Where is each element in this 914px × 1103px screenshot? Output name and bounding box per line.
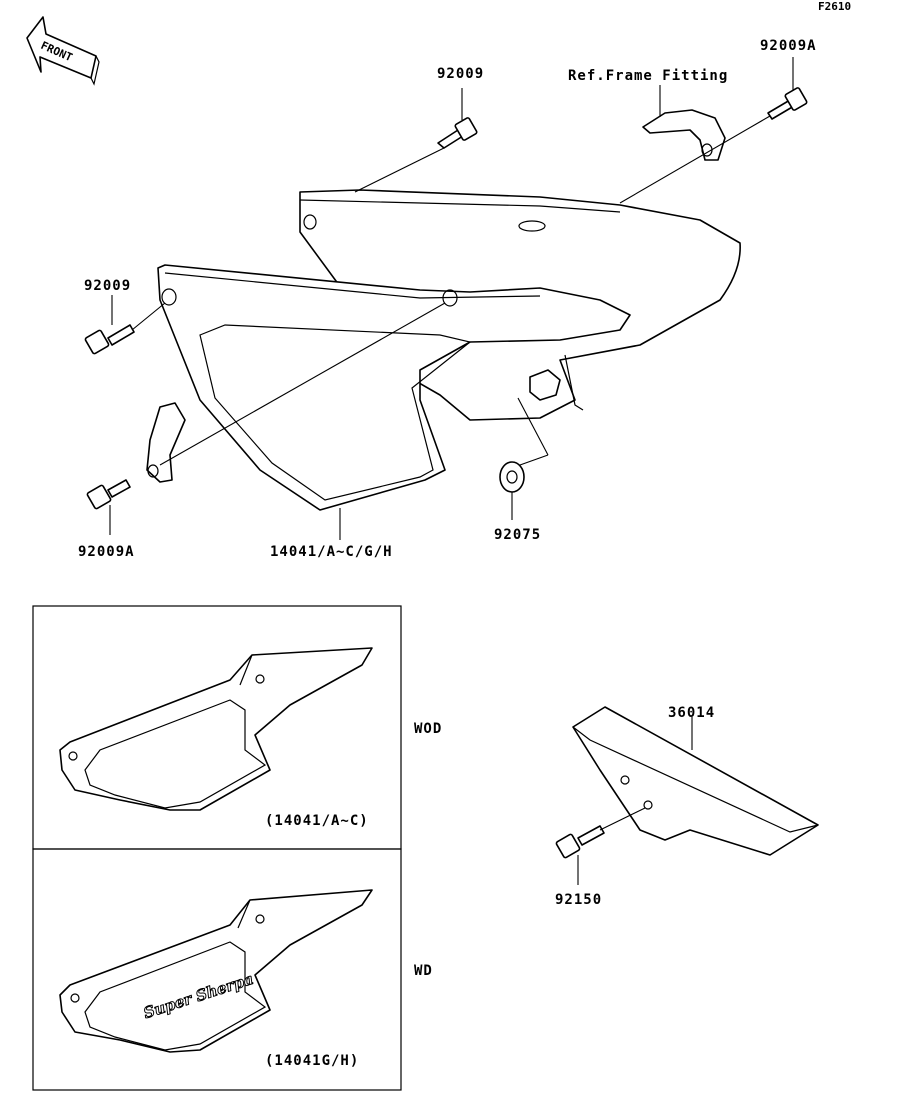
bolt-icon xyxy=(555,825,605,859)
callout-guard: 36014 xyxy=(668,705,715,721)
front-arrow-icon: FRONT xyxy=(26,16,100,86)
variant-cover-wd: Super Sherpa xyxy=(59,889,373,1053)
bolt-icon xyxy=(437,117,478,149)
callout-bolt-lower-left: 92009A xyxy=(78,544,135,560)
variant-cover-wod xyxy=(59,647,373,811)
chain-guard xyxy=(572,706,819,856)
figure-code: F2610 xyxy=(818,0,851,13)
bolt-icon xyxy=(86,479,131,510)
variant-parts-wd: (14041G/H) xyxy=(265,1053,359,1069)
bolt-icon xyxy=(84,324,135,355)
callout-bolt-left: 92009 xyxy=(84,278,131,294)
bolt-icon xyxy=(767,87,808,120)
grommet-icon xyxy=(499,461,525,493)
side-cover-left xyxy=(157,264,631,511)
callout-ref-frame: Ref.Frame Fitting xyxy=(568,68,728,84)
callout-grommet: 92075 xyxy=(494,527,541,543)
variant-parts-wod: (14041/A~C) xyxy=(265,813,369,829)
frame-fitting-bracket xyxy=(642,109,726,161)
callout-cover-main: 14041/A~C/G/H xyxy=(270,544,393,560)
callout-guard-bolt: 92150 xyxy=(555,892,602,908)
grommet-block xyxy=(529,369,561,401)
callout-bolt-top-right: 92009A xyxy=(760,38,817,54)
callout-bolt-top: 92009 xyxy=(437,66,484,82)
variant-label-wd: WD xyxy=(414,963,433,979)
variant-label-wod: WOD xyxy=(414,721,442,737)
lower-left-bracket xyxy=(146,402,186,483)
variant-box-wd xyxy=(32,848,402,1091)
